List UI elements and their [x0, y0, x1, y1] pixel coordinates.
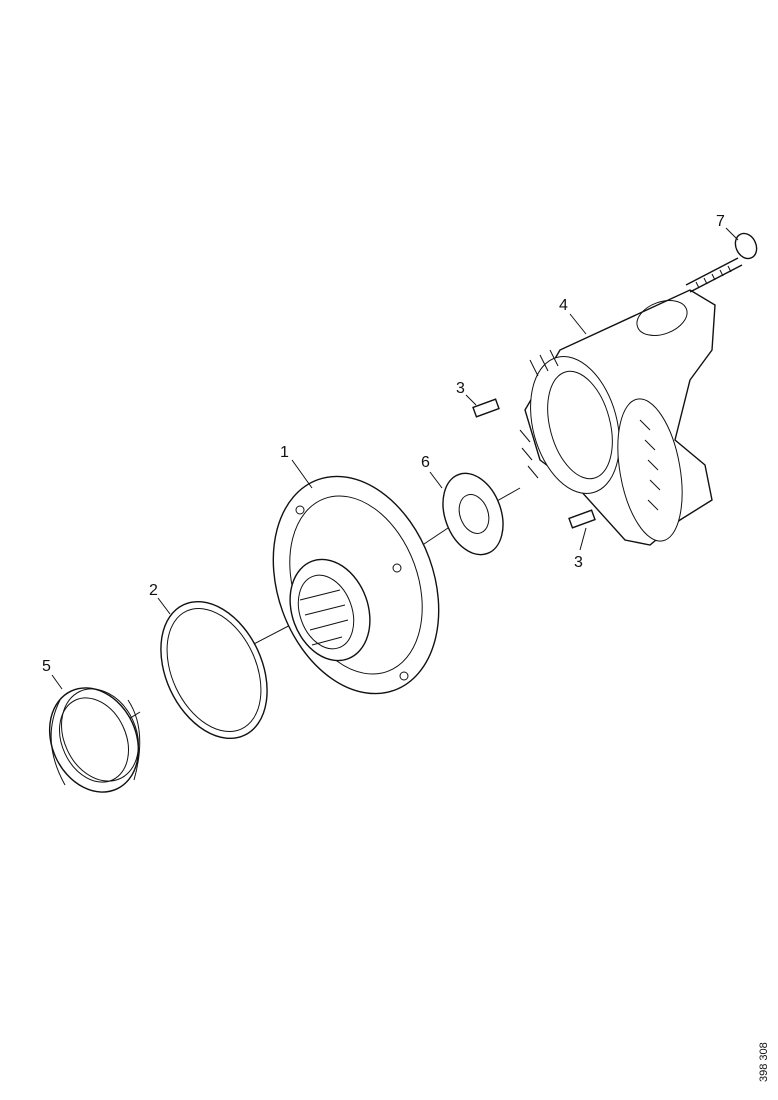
- callout-1: 1: [280, 444, 289, 461]
- figure-id: 398 308: [758, 1042, 770, 1082]
- callout-2: 2: [149, 582, 158, 599]
- callout-5: 5: [42, 658, 51, 675]
- part-1-flange: [272, 475, 440, 695]
- callout-6: 6: [421, 454, 430, 471]
- part-3-pin-lower: [568, 509, 596, 529]
- part-2-oring: [160, 600, 268, 740]
- callout-3-lower: 3: [574, 554, 583, 571]
- part-6-washer: [442, 472, 504, 556]
- callout-leaders: [51, 227, 739, 690]
- part-7-bolt: [685, 232, 758, 293]
- part-5-seal: [48, 687, 141, 793]
- part-3-pin-upper: [472, 398, 500, 418]
- callout-3-upper: 3: [456, 380, 465, 397]
- callout-4: 4: [559, 297, 568, 314]
- part-4-yoke: [519, 289, 716, 546]
- callout-7: 7: [716, 213, 725, 230]
